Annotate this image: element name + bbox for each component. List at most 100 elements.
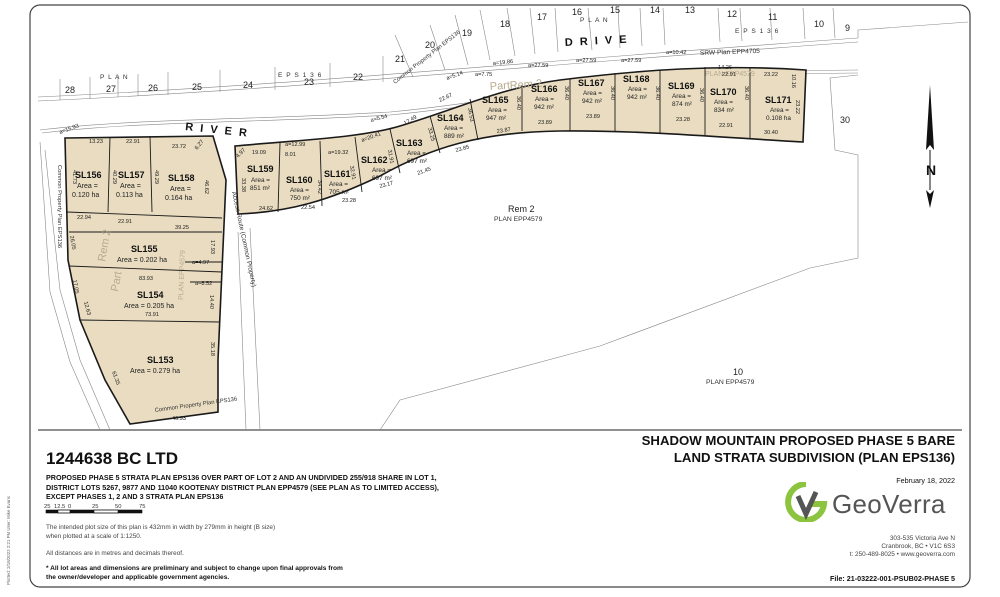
area-line-1: Area = (251, 177, 270, 184)
disclaimer: * All lot areas and dimensions are preli… (46, 565, 343, 581)
dimension: 4.97 (235, 147, 247, 159)
plot-size-note: The intended plot size of this plan is 4… (46, 524, 276, 540)
scale-tick: 25 (92, 504, 98, 510)
dimension: a=4.97 (192, 260, 209, 266)
strata-lot-id: SL169 (668, 81, 695, 91)
strata-lot-area: Area = 0.205 ha (124, 303, 174, 310)
dimension: 17.93 (209, 240, 215, 254)
area-line-1: Area = (290, 187, 309, 194)
dimension: 30.40 (764, 130, 778, 136)
curved-block-lot-lines (277, 67, 751, 213)
dimension: 10.16 (790, 74, 796, 88)
strata-lot-area: Area =834 m² (714, 99, 734, 114)
dimension: 22.91 (118, 219, 132, 225)
dimension: 35.18 (209, 342, 215, 356)
strata-lot-id: SL163 (396, 138, 423, 148)
strata-lot-area: Area =889 m² (444, 125, 464, 140)
lot-number: 14 (650, 5, 660, 15)
strata-lot-area: Area =874 m² (672, 93, 692, 108)
dimension: 12.63 (82, 301, 91, 316)
faint-label: PLAN EPP4579 (178, 250, 187, 300)
north-label: N (926, 162, 936, 178)
plan-title: SHADOW MOUNTAIN PROPOSED PHASE 5 BARE LA… (525, 432, 955, 466)
north-arrow (926, 85, 934, 208)
plan-title-line-2: LAND STRATA SUBDIVISION (PLAN EPS136) (673, 450, 955, 465)
lot-number: 17 (537, 12, 547, 22)
dimension: 23.87 (496, 127, 511, 135)
dimension: 36.40 (654, 86, 660, 100)
dimension: 23.28 (342, 198, 356, 204)
lot-number: 21 (395, 54, 405, 64)
strata-lot-id: SL161 (324, 169, 351, 179)
dimension: 34.42 (316, 180, 322, 194)
strata-lot-id: SL171 (765, 95, 792, 105)
faint-label: Part (489, 80, 510, 93)
area-line-2: 834 m² (714, 107, 734, 114)
strata-lot-area: Area =750 m² (290, 187, 310, 202)
dimension: 21.45 (417, 166, 432, 176)
company-name: GeoVerra (832, 489, 946, 519)
area-line-2: 942 m² (582, 98, 602, 105)
lot-number: 23 (304, 77, 314, 87)
rem2-name: Rem 2 (508, 204, 535, 214)
dimension: 24.62 (259, 206, 273, 212)
area-line-1: Area = (535, 96, 554, 103)
strata-lot-id: SL165 (482, 95, 509, 105)
area-line-2: 0.164 ha (165, 195, 192, 202)
scale-bar (45, 509, 143, 514)
lot-number: 20 (425, 40, 435, 50)
file-number: File: 21-03222-001-PSUB02-PHASE 5 (829, 574, 955, 583)
lot-number: 10 (814, 19, 824, 29)
dimension: 36.40 (698, 88, 704, 102)
dimension: 14.40 (208, 295, 214, 309)
strata-lot-area: Area =697 m² (372, 167, 392, 182)
dimension: 23.89 (538, 120, 552, 126)
strata-lot-id: SL166 (531, 84, 558, 94)
area-line-1: Area = (77, 183, 98, 190)
road-name-drive: D R I V E (565, 34, 629, 49)
area-line-2: 851 m² (250, 185, 270, 192)
dimension: 22.54 (301, 205, 315, 211)
area-line-1: Area = (714, 99, 733, 106)
strata-lot-id: SL160 (286, 175, 313, 185)
dimension: a=8.52 (195, 281, 212, 287)
dimension: 33.38 (240, 178, 246, 192)
lot-number: 13 (685, 5, 695, 15)
area-line-1: Area = (488, 107, 507, 114)
dimension: a=5.54 (370, 114, 388, 124)
lot-number: 25 (192, 82, 202, 92)
company-address: 303-535 Victoria Ave N Cranbrook, BC • V… (849, 535, 955, 558)
plotted-stamp: Plotted: 2/18/2022 2:21 PM User: Mike Ev… (6, 496, 11, 585)
area-line-1: Area = (628, 86, 647, 93)
dimension: 17.05 (71, 279, 79, 294)
dimension: 23.85 (455, 145, 470, 154)
strata-lot-area: Area = 0.202 ha (117, 257, 167, 264)
area-line-2: 874 m² (672, 101, 692, 108)
dimension: 32.91 (348, 165, 356, 180)
lot-number: 28 (65, 85, 75, 95)
dimension: 41.73 (71, 170, 77, 184)
strata-lot-id: SL158 (168, 173, 195, 183)
lot-number: 27 (106, 84, 116, 94)
lot-number: 9 (845, 23, 850, 33)
strata-lot-area: Area =697 m² (407, 150, 427, 165)
dimension: 23.22 (764, 72, 778, 78)
lot-number: 19 (462, 28, 472, 38)
lot10-name: 10 (733, 367, 743, 377)
left-block-outline[interactable] (64, 135, 227, 425)
owner-name: 1244638 BC LTD (46, 449, 178, 468)
curved-block-outline[interactable] (234, 66, 807, 215)
strata-lot-area: Area = 0.279 ha (130, 368, 180, 375)
scale-tick: 50 (115, 504, 121, 510)
area-line-2: 705 m² (329, 189, 349, 196)
lot-number: 15 (610, 5, 620, 15)
area-line-1: Area = (672, 93, 691, 100)
dimension: a=15.93 (59, 123, 80, 136)
dimension: 39.25 (175, 225, 189, 231)
strata-lot-id: SL167 (578, 78, 605, 88)
dimension: 46.93 (172, 416, 186, 422)
scale-tick: 25 (44, 504, 50, 510)
common-property-line: Common Property Plan EPS136 (56, 165, 62, 248)
dimension: 23.22 (794, 100, 800, 114)
